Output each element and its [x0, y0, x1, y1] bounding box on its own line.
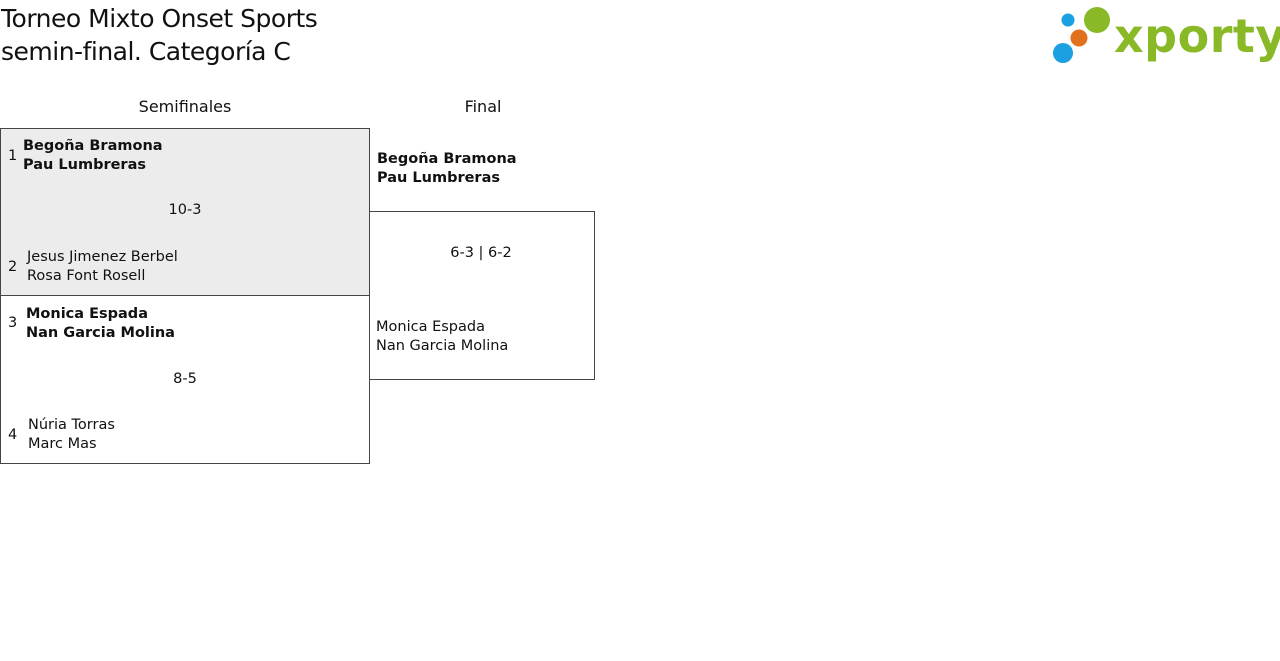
- player-name: Begoña Bramona: [23, 138, 163, 154]
- final-match[interactable]: 6-3 | 6-2 Monica Espada Nan Garcia Molin…: [369, 211, 595, 380]
- player-name: Pau Lumbreras: [377, 170, 500, 186]
- player-name: Monica Espada: [376, 319, 485, 335]
- match-score: 8-5: [173, 371, 197, 387]
- semifinal-match-2[interactable]: 3 Monica Espada Nan Garcia Molina 8-5 4 …: [0, 295, 370, 464]
- player-name: Nan Garcia Molina: [26, 325, 175, 341]
- player-name: Núria Torras: [28, 417, 115, 433]
- pair-top-winner: Monica Espada Nan Garcia Molina: [26, 305, 175, 343]
- player-name: Nan Garcia Molina: [376, 338, 509, 354]
- seed-number: 1: [8, 148, 18, 164]
- player-name: Rosa Font Rosell: [27, 268, 146, 284]
- title-line-1: Torneo Mixto Onset Sports: [1, 4, 318, 33]
- title-line-2: semin-final. Categoría C: [1, 37, 291, 66]
- logo-dots-icon: [1053, 7, 1110, 63]
- final-pair-bottom: Monica Espada Nan Garcia Molina: [376, 318, 508, 356]
- xporty-logo: xporty: [1050, 4, 1280, 68]
- logo-wordmark: xporty: [1114, 9, 1280, 63]
- seed-number: 2: [8, 259, 18, 275]
- pair-bottom: Núria Torras Marc Mas: [28, 416, 115, 454]
- seed-number: 4: [8, 427, 18, 443]
- round-header-final: Final: [464, 97, 502, 116]
- player-name: Begoña Bramona: [377, 151, 517, 167]
- page-title: Torneo Mixto Onset Sports semin-final. C…: [1, 2, 318, 68]
- player-name: Pau Lumbreras: [23, 157, 146, 173]
- pair-bottom: Jesus Jimenez Berbel Rosa Font Rosell: [27, 248, 178, 286]
- semifinal-match-1[interactable]: 1 Begoña Bramona Pau Lumbreras 10-3 2 Je…: [0, 128, 370, 296]
- player-name: Marc Mas: [28, 436, 97, 452]
- pair-top-winner: Begoña Bramona Pau Lumbreras: [23, 137, 163, 175]
- seed-number: 3: [8, 315, 18, 331]
- final-pair-top-winner: Begoña Bramona Pau Lumbreras: [377, 150, 517, 188]
- player-name: Jesus Jimenez Berbel: [27, 249, 178, 265]
- match-score: 10-3: [168, 202, 202, 218]
- player-name: Monica Espada: [26, 306, 148, 322]
- match-score: 6-3 | 6-2: [450, 245, 512, 261]
- round-header-semifinals: Semifinales: [138, 97, 232, 116]
